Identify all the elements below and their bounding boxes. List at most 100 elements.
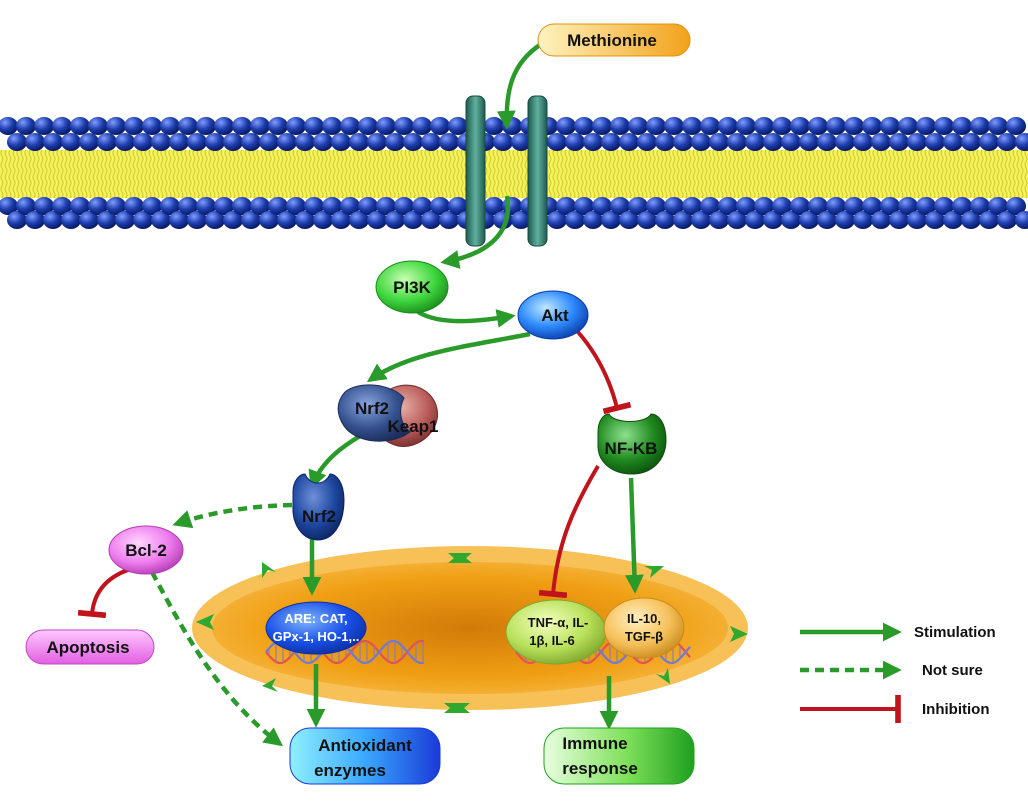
phospholipid-head [610,117,630,135]
legend-stimulation-label: Stimulation [914,624,996,641]
pore-left [196,614,214,630]
phospholipid-head [349,211,369,229]
phospholipid-head [52,117,72,135]
phospholipid-head [898,197,918,215]
phospholipid-head [574,197,594,215]
arrow-channel-to-pi3k [440,195,511,269]
phospholipid-head [34,197,54,215]
phospholipid-head [934,197,954,215]
phospholipid-head [214,117,234,135]
pore-top-right [644,566,664,578]
phospholipid-head [394,197,414,215]
arrow-nfkb-to-il10 [625,477,644,594]
phospholipid-head [61,211,81,229]
membrane-tail-texture [0,150,1028,198]
phospholipid-head [619,211,639,229]
phospholipid-head [961,133,981,151]
node-immune-response: Immune response [543,727,695,785]
dashed-arrow-nrf2-to-bcl2 [172,502,293,529]
phospholipid-head [592,117,612,135]
phospholipid-head [196,197,216,215]
phospholipid-head [700,197,720,215]
phospholipid-head [169,211,189,229]
phospholipid-head [673,211,693,229]
phospholipid-head [187,211,207,229]
methionine-label: Methionine [567,31,657,50]
phospholipid-head [304,117,324,135]
phospholipid-head [376,117,396,135]
phospholipid-head [160,197,180,215]
legend-not-sure-label: Not sure [922,662,983,679]
phospholipid-head [628,117,648,135]
phospholipid-head [772,117,792,135]
phospholipid-head [880,197,900,215]
phospholipid-head [934,117,954,135]
phospholipid-head [763,211,783,229]
antioxidant-label-line2: enzymes [314,761,386,780]
phospholipid-head [853,133,873,151]
phospholipid-head [223,211,243,229]
nucleus [192,546,748,713]
phospholipid-head [178,197,198,215]
phospholipid-head [268,117,288,135]
phospholipid-head [727,133,747,151]
phospholipid-head [205,211,225,229]
phospholipid-head [61,133,81,151]
pore-right [730,626,748,642]
phospholipid-head [1015,133,1028,151]
phospholipid-head [1015,211,1028,229]
phospholipid-head [790,197,810,215]
phospholipid-head [88,197,108,215]
phospholipid-head [124,117,144,135]
phospholipid-head [664,197,684,215]
phospholipid-head [988,197,1008,215]
phospholipid-head [7,211,27,229]
phospholipid-head [682,117,702,135]
phospholipid-head [700,117,720,135]
phospholipid-head [997,211,1017,229]
phospholipid-head [16,197,36,215]
phospholipid-head [637,133,657,151]
phospholipid-head [655,133,675,151]
node-antioxidant-enzymes: Antioxidant enzymes [289,727,441,785]
phospholipid-head [637,211,657,229]
phospholipid-head [241,211,261,229]
phospholipid-head [250,117,270,135]
phospholipid-head [331,211,351,229]
inhibit-bcl2-to-apoptosis [77,566,135,619]
phospholipid-head [754,197,774,215]
phospholipid-head [439,211,459,229]
phospholipid-head [115,133,135,151]
phospholipid-head [817,211,837,229]
nrf2-bound-label: Nrf2 [355,399,389,418]
phospholipid-head [709,133,729,151]
are-label-line2: GPx-1, HO-1,.. [273,629,360,644]
phospholipid-head [403,133,423,151]
phospholipid-head [907,133,927,151]
phospholipid-head [151,133,171,151]
phospholipid-head [322,197,342,215]
il10-label-line1: IL-10, [627,611,661,626]
phospholipid-head [925,211,945,229]
il10-label-line2: TGF-β [625,629,663,644]
node-akt: Akt [517,290,589,340]
phospholipid-head [106,197,126,215]
phospholipid-head [115,211,135,229]
inhibit-nfkb-to-tnf [538,464,600,599]
membrane-heads-bottom [0,197,1028,229]
phospholipid-head [871,133,891,151]
phospholipid-head [925,133,945,151]
phospholipid-head [952,117,972,135]
node-nrf2: Nrf2 [292,473,345,541]
phospholipid-head [70,117,90,135]
phospholipid-head [592,197,612,215]
phospholipid-head [421,211,441,229]
phospholipid-head [772,197,792,215]
phospholipid-head [151,211,171,229]
cell-membrane [0,117,1028,229]
phospholipid-head [259,133,279,151]
phospholipid-head [556,197,576,215]
phospholipid-head [268,197,288,215]
phospholipid-head [340,197,360,215]
phospholipid-head [241,133,261,151]
